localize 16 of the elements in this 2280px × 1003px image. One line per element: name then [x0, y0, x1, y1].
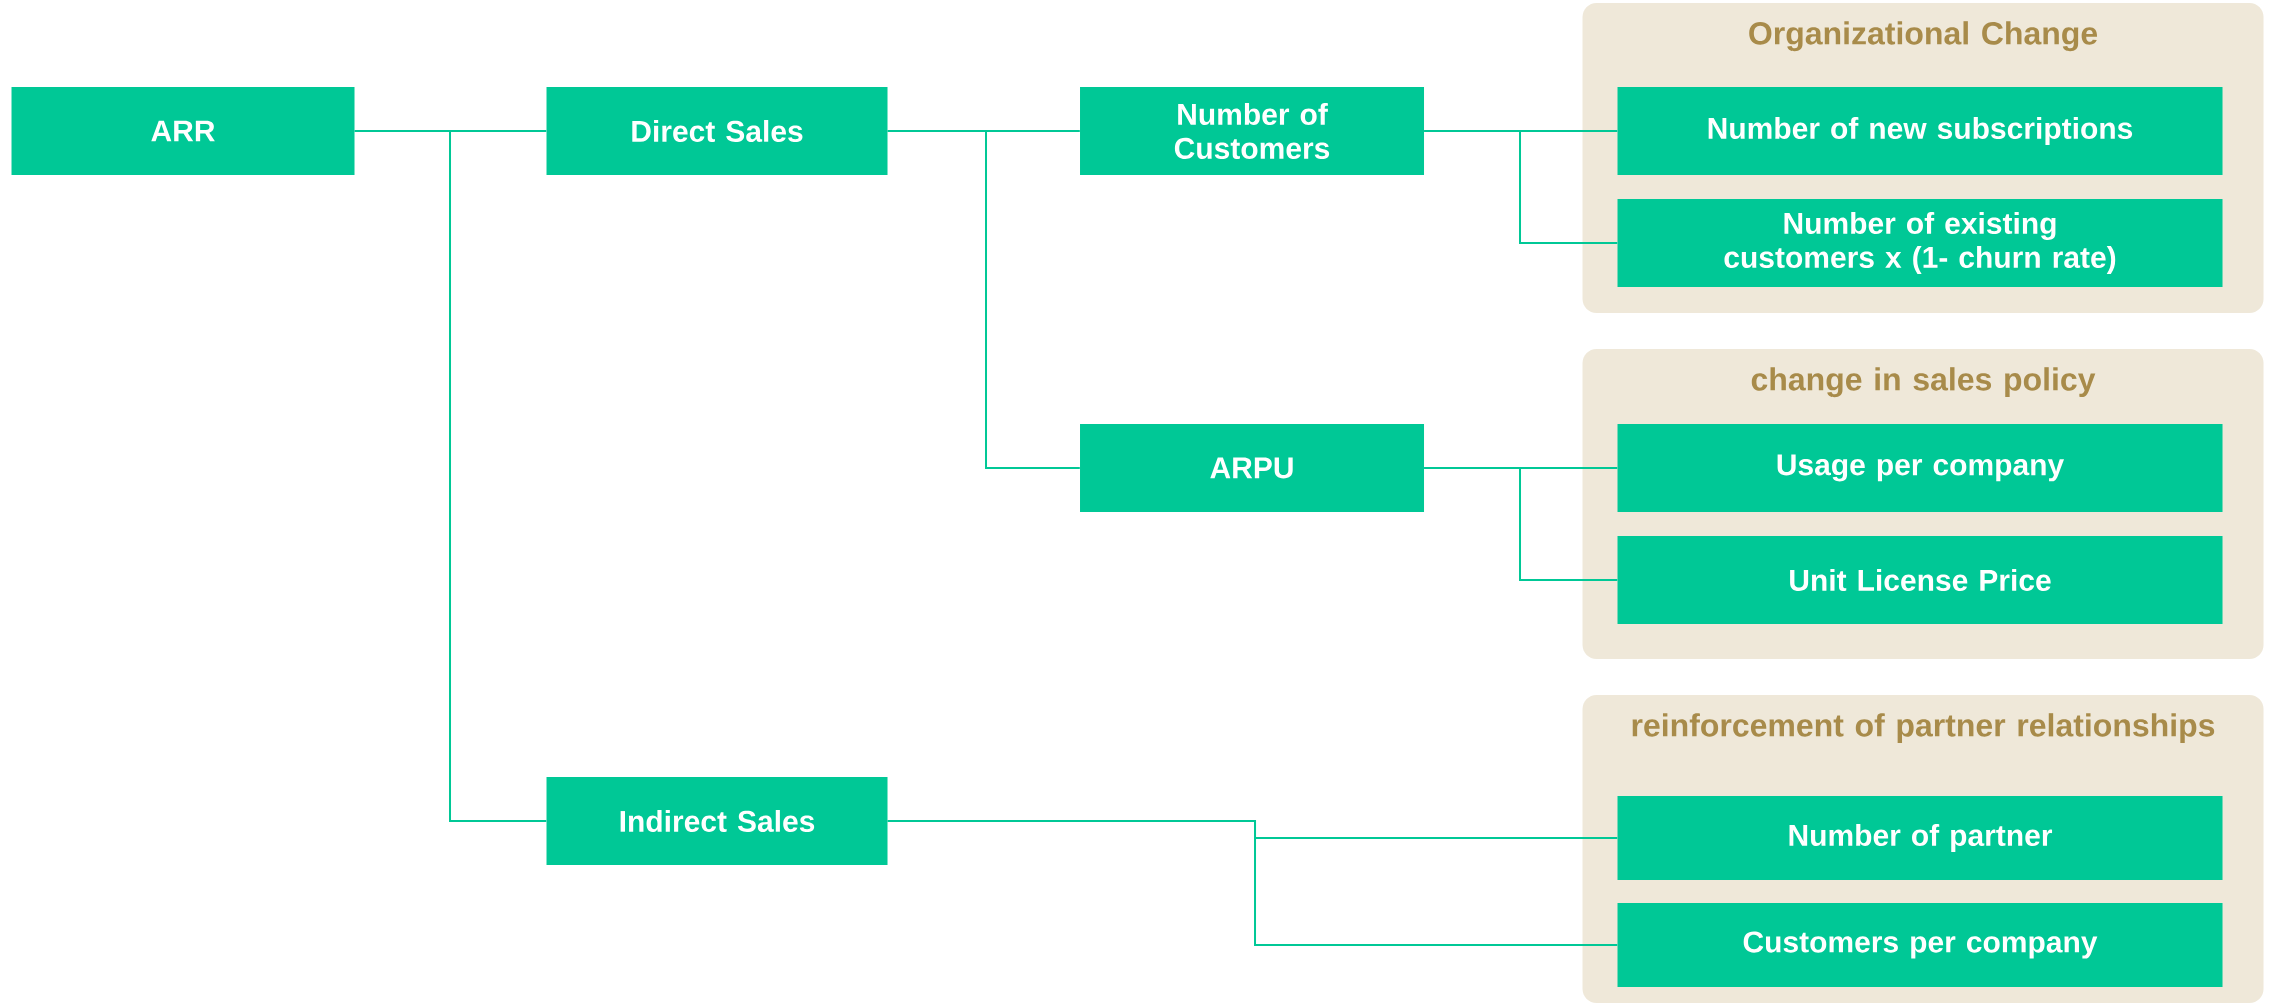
process-box: Unit License Price [1617, 536, 2223, 624]
process-box: Number of new subscriptions [1617, 87, 2223, 175]
connector-line [886, 130, 1081, 469]
process-box: Customers per company [1617, 903, 2223, 987]
process-box: Usage per company [1617, 424, 2223, 512]
process-box: ARR [11, 87, 355, 175]
process-box: Indirect Sales [546, 777, 888, 865]
process-box: Number of partner [1617, 796, 2223, 880]
process-box: Direct Sales [546, 87, 888, 175]
process-box: Number of Customers [1080, 87, 1424, 175]
process-box: ARPU [1080, 424, 1424, 512]
connector-line [886, 820, 1619, 946]
connector-line [1423, 467, 1619, 581]
connector-line [353, 130, 548, 822]
connector-line [1423, 130, 1619, 244]
process-box: Number of existing customers x (1- churn rate) [1617, 199, 2223, 287]
